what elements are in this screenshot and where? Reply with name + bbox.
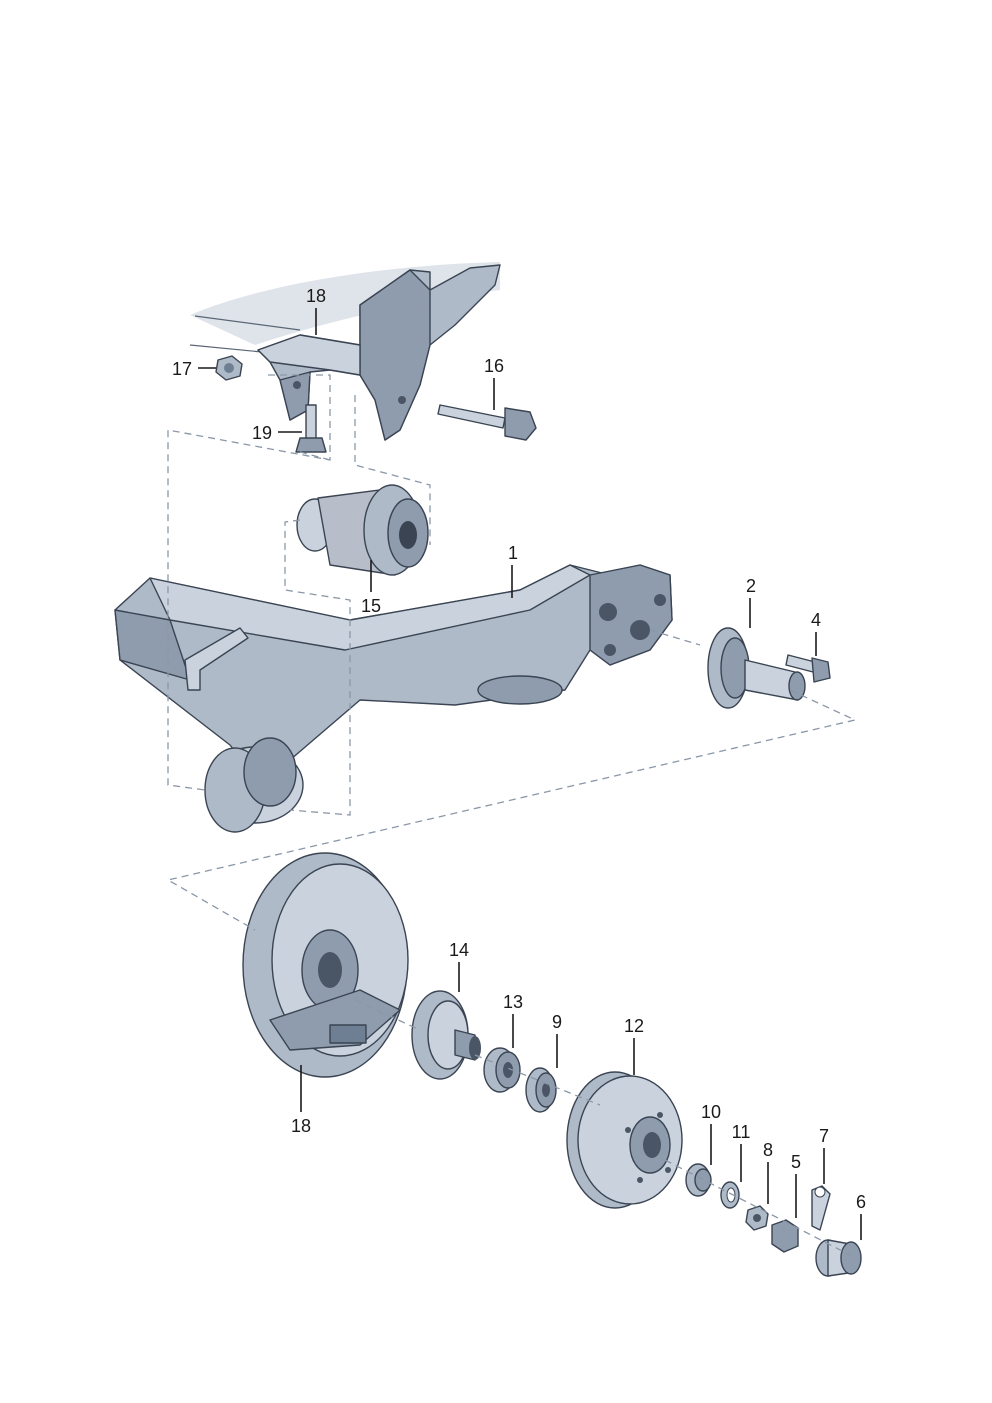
callout-13: 13 [503,992,523,1012]
bearing-outer[interactable] [525,1067,557,1113]
callout-9: 9 [552,1012,562,1032]
wheel-hub[interactable] [411,990,481,1080]
hex-bolt-long[interactable] [437,404,537,441]
cotter-pin[interactable] [811,1185,831,1231]
hex-bolt-short[interactable] [295,404,327,453]
callout-14: 14 [449,940,469,960]
leader-lines [198,308,862,1240]
callout-18-top: 18 [306,286,326,306]
callout-16: 16 [484,356,504,376]
assembly-lines [166,374,857,1256]
callout-17: 17 [172,359,192,379]
callout-10: 10 [701,1102,721,1122]
callout-1: 1 [508,543,518,563]
callout-19: 19 [252,423,272,443]
axle-beam[interactable] [114,564,673,833]
mounting-bracket[interactable] [257,264,501,441]
callout-8: 8 [763,1140,773,1160]
bearing-inner[interactable] [483,1047,521,1093]
dust-cap[interactable] [815,1239,862,1277]
rubber-bushing[interactable] [296,484,429,576]
grease-seal[interactable] [685,1163,712,1197]
callout-4: 4 [811,610,821,630]
lock-ring[interactable] [771,1219,799,1253]
brake-drum[interactable] [566,1071,683,1209]
callout-11: 11 [732,1122,751,1142]
callout-15: 15 [361,596,381,616]
stub-axle[interactable] [707,627,806,709]
callout-18-bottom: 18 [291,1116,311,1136]
callout-labels: 18 17 16 19 15 1 2 4 14 13 9 12 18 10 11… [172,286,866,1212]
flange-bolt[interactable] [785,654,831,683]
callout-5: 5 [791,1152,801,1172]
thrust-washer[interactable] [720,1181,740,1209]
callout-12: 12 [624,1016,644,1036]
brake-backplate[interactable] [242,852,409,1078]
callout-2: 2 [746,576,756,596]
callout-7: 7 [819,1126,829,1146]
hex-nut[interactable] [745,1205,769,1231]
callout-6: 6 [856,1192,866,1212]
flange-nut[interactable] [215,355,243,381]
